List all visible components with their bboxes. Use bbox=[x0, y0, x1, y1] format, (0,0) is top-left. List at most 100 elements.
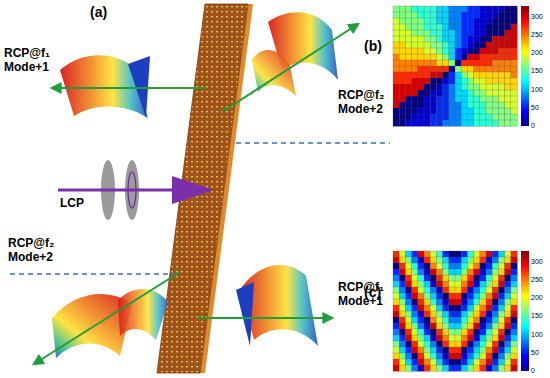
phase-cell bbox=[418, 359, 425, 365]
phase-cell bbox=[393, 12, 400, 18]
phase-cell bbox=[492, 257, 499, 263]
phase-cell bbox=[461, 365, 468, 371]
phase-cell bbox=[455, 281, 462, 287]
phase-cell bbox=[412, 263, 419, 269]
phase-cell bbox=[449, 251, 456, 257]
tick-label: 200 bbox=[531, 294, 543, 302]
phase-cell bbox=[505, 84, 512, 90]
phase-cell bbox=[424, 251, 431, 257]
phase-cell bbox=[399, 78, 406, 84]
phase-cell bbox=[399, 24, 406, 30]
phase-cell bbox=[449, 54, 456, 60]
phase-cell bbox=[467, 287, 474, 293]
phase-cell bbox=[430, 18, 437, 24]
phase-cell bbox=[393, 269, 400, 275]
phase-cell bbox=[480, 293, 487, 299]
phase-cell bbox=[492, 24, 499, 30]
phase-cell bbox=[443, 317, 450, 323]
phase-cell bbox=[474, 359, 481, 365]
phase-cell bbox=[449, 317, 456, 323]
phase-cell bbox=[412, 108, 419, 114]
phase-cell bbox=[480, 12, 487, 18]
phase-cell bbox=[505, 269, 512, 275]
phase-cell bbox=[412, 341, 419, 347]
phase-cell bbox=[498, 78, 505, 84]
phase-cell bbox=[486, 341, 493, 347]
phase-cell bbox=[449, 42, 456, 48]
phase-cell bbox=[399, 299, 406, 305]
phase-cell bbox=[430, 114, 437, 120]
phase-cell bbox=[405, 84, 412, 90]
phase-cell bbox=[474, 102, 481, 108]
phase-cell bbox=[436, 24, 443, 30]
phase-cell bbox=[505, 257, 512, 263]
phase-cell bbox=[418, 72, 425, 78]
phase-cell bbox=[498, 323, 505, 329]
beam-arrow bbox=[198, 317, 332, 319]
phase-cell bbox=[436, 102, 443, 108]
phase-cell bbox=[436, 90, 443, 96]
phase-cell bbox=[430, 251, 437, 257]
phase-cell bbox=[424, 305, 431, 311]
phase-cell bbox=[467, 66, 474, 72]
phase-cell bbox=[492, 84, 499, 90]
phase-cell bbox=[393, 36, 400, 42]
phase-cell bbox=[461, 311, 468, 317]
phase-cell bbox=[505, 347, 512, 353]
phase-cell bbox=[474, 48, 481, 54]
phase-cell bbox=[455, 78, 462, 84]
phase-cell bbox=[393, 42, 400, 48]
phase-cell bbox=[449, 90, 456, 96]
phase-cell bbox=[455, 317, 462, 323]
phase-cell bbox=[449, 96, 456, 102]
phase-cell bbox=[443, 54, 450, 60]
phase-cell bbox=[467, 317, 474, 323]
phase-cell bbox=[467, 299, 474, 305]
phase-cell bbox=[399, 347, 406, 353]
phase-cell bbox=[486, 6, 493, 12]
phase-cell bbox=[430, 359, 437, 365]
phase-cell bbox=[412, 323, 419, 329]
phase-cell bbox=[424, 287, 431, 293]
phase-cell bbox=[492, 335, 499, 341]
phase-cell bbox=[455, 84, 462, 90]
phase-cell bbox=[480, 96, 487, 102]
phase-cell bbox=[480, 36, 487, 42]
phase-cell bbox=[480, 281, 487, 287]
phase-cell bbox=[492, 102, 499, 108]
phase-cell bbox=[412, 305, 419, 311]
phase-cell bbox=[486, 90, 493, 96]
phase-cell bbox=[412, 281, 419, 287]
phase-cell bbox=[424, 90, 431, 96]
phase-cell bbox=[430, 6, 437, 12]
phase-cell bbox=[443, 341, 450, 347]
phase-cell bbox=[492, 54, 499, 60]
phase-cell bbox=[449, 30, 456, 36]
phase-cell bbox=[405, 72, 412, 78]
phase-cell bbox=[511, 60, 518, 66]
phase-cell bbox=[498, 108, 505, 114]
phase-cell bbox=[511, 54, 518, 60]
phase-cell bbox=[486, 329, 493, 335]
phase-cell bbox=[424, 114, 431, 120]
phase-cell bbox=[449, 347, 456, 353]
phase-cell bbox=[393, 299, 400, 305]
phase-cell bbox=[418, 353, 425, 359]
phase-cell bbox=[498, 293, 505, 299]
phase-cell bbox=[412, 269, 419, 275]
phase-cell bbox=[424, 311, 431, 317]
phase-cell bbox=[511, 269, 518, 275]
phase-cell bbox=[505, 36, 512, 42]
phase-cell bbox=[399, 72, 406, 78]
phase-cell bbox=[443, 305, 450, 311]
phase-cell bbox=[461, 84, 468, 90]
phase-cell bbox=[443, 293, 450, 299]
phase-cell bbox=[505, 120, 512, 126]
phase-cell bbox=[461, 42, 468, 48]
phase-cell bbox=[449, 114, 456, 120]
phase-cell bbox=[436, 78, 443, 84]
phase-cell bbox=[486, 66, 493, 72]
phase-cell bbox=[405, 287, 412, 293]
phase-cell bbox=[461, 102, 468, 108]
phase-cell bbox=[443, 269, 450, 275]
